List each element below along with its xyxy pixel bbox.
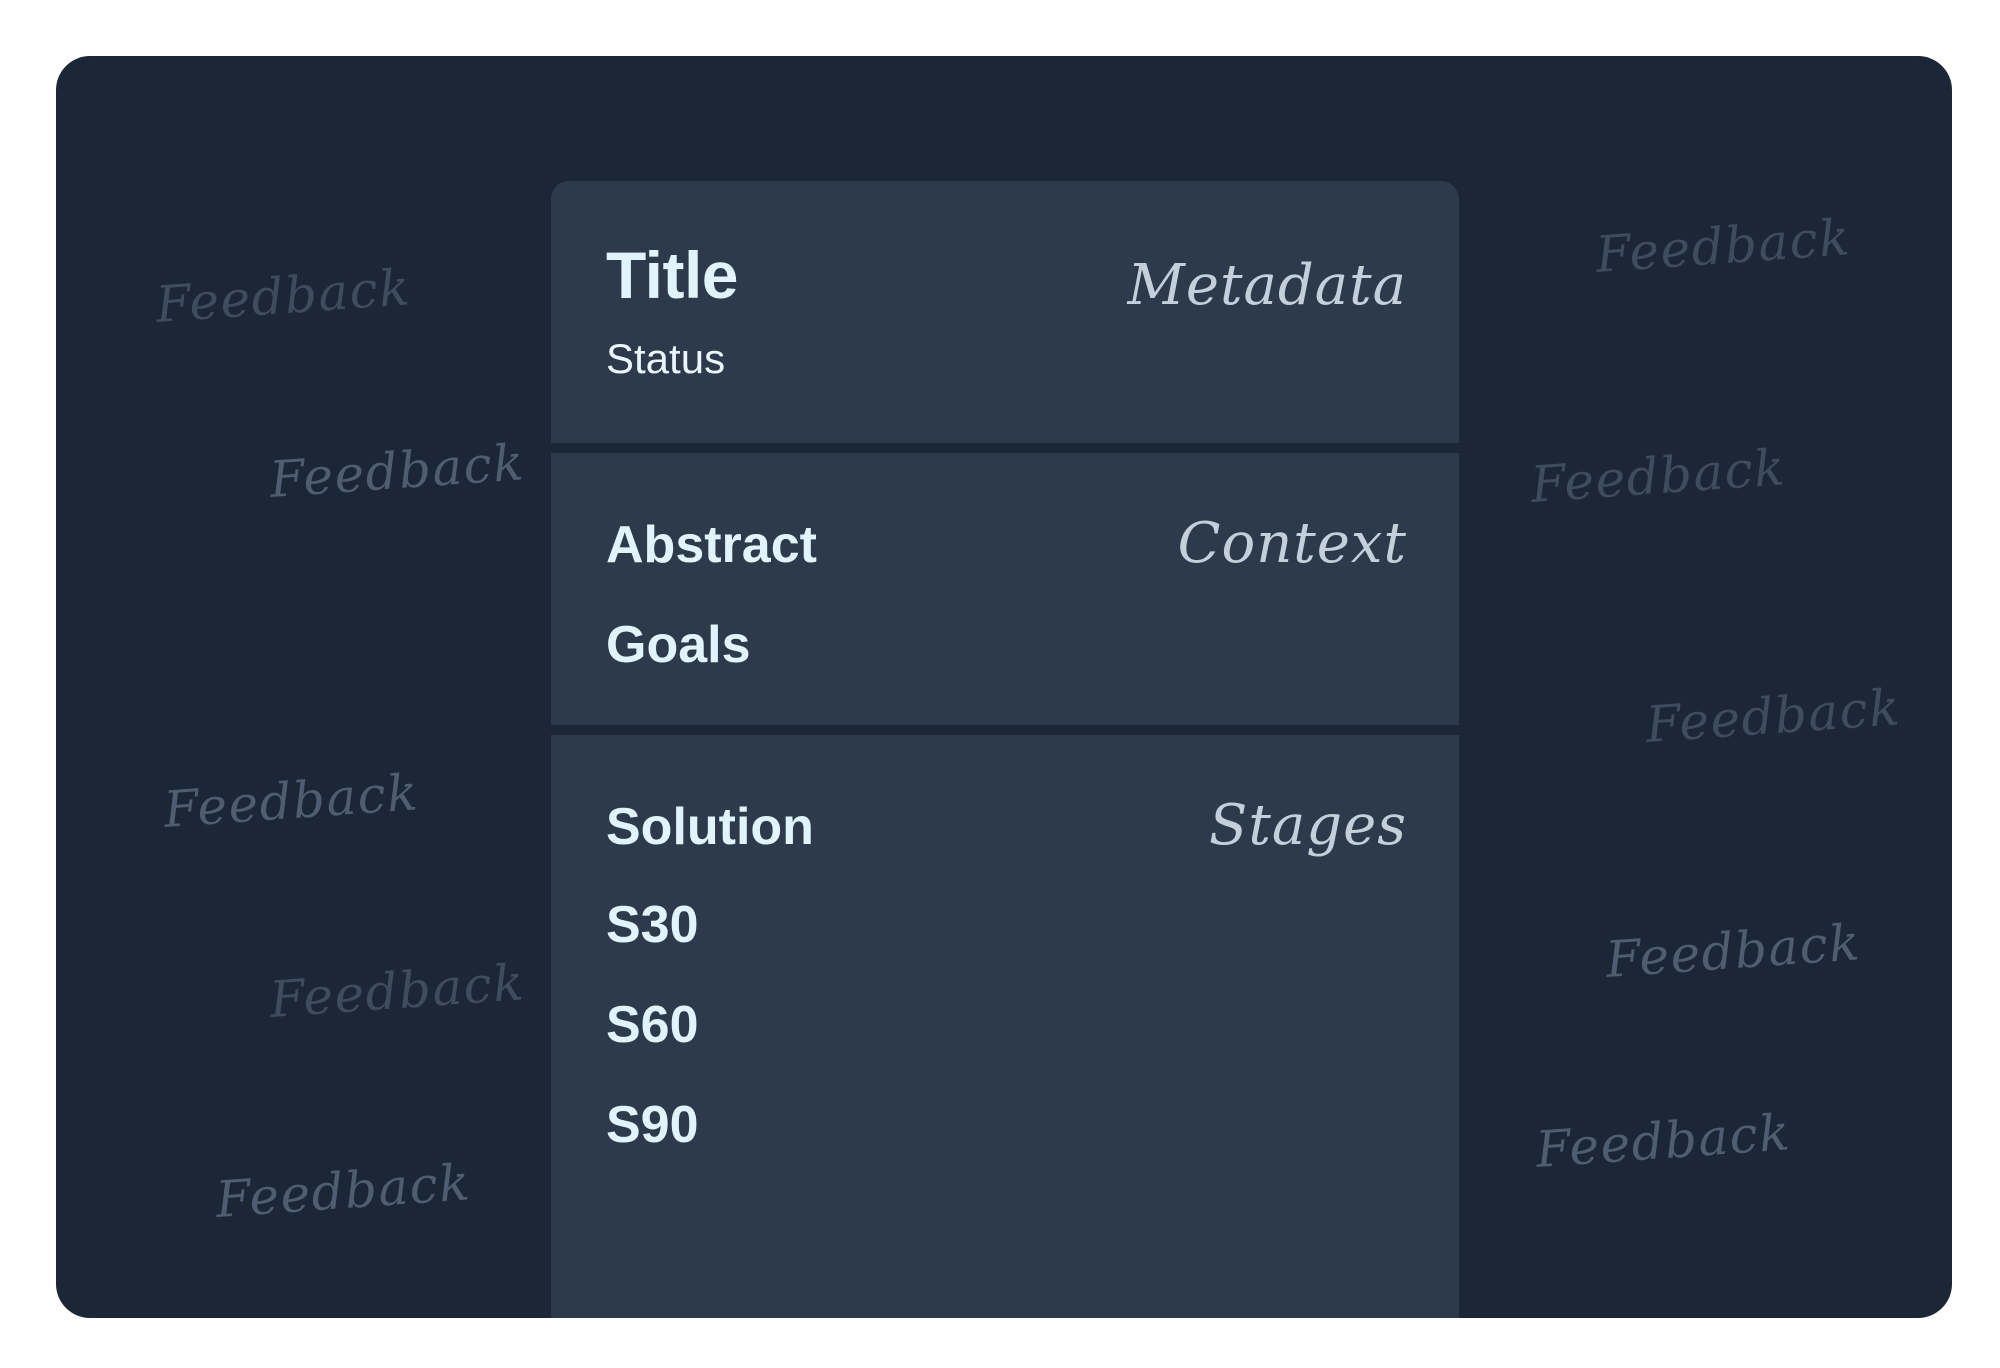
feedback-note-right-2: Feedback xyxy=(1528,438,1788,514)
diagram-frame: Feedback Feedback Feedback Feedback Feed… xyxy=(56,56,1952,1318)
feedback-note-left-3: Feedback xyxy=(161,763,421,839)
solution-label: Solution xyxy=(606,798,814,856)
solution-section: Solution S30 S60 S90 Stages xyxy=(551,735,1459,1318)
feedback-note-left-5: Feedback xyxy=(213,1153,473,1229)
stage-s30-label: S30 xyxy=(606,896,699,954)
metadata-note: Metadata xyxy=(1127,253,1407,318)
stages-note: Stages xyxy=(1209,793,1407,858)
document-card: Title Status Metadata Abstract Goals Con… xyxy=(551,181,1459,1318)
feedback-note-right-3: Feedback xyxy=(1643,678,1903,754)
stage-s90-label: S90 xyxy=(606,1096,699,1154)
context-section: Abstract Goals Context xyxy=(551,453,1459,725)
feedback-note-right-5: Feedback xyxy=(1533,1103,1793,1179)
stage-s60-label: S60 xyxy=(606,996,699,1054)
context-note: Context xyxy=(1177,511,1407,576)
feedback-note-left-1: Feedback xyxy=(153,258,413,334)
abstract-label: Abstract xyxy=(606,516,817,574)
feedback-note-right-1: Feedback xyxy=(1593,208,1853,284)
doc-title: Title xyxy=(606,238,738,312)
feedback-note-left-2: Feedback xyxy=(267,433,527,509)
doc-status: Status xyxy=(606,335,726,382)
header-section: Title Status Metadata xyxy=(551,181,1459,443)
feedback-note-left-4: Feedback xyxy=(267,953,527,1029)
feedback-note-right-4: Feedback xyxy=(1603,913,1863,989)
goals-label: Goals xyxy=(606,616,751,674)
